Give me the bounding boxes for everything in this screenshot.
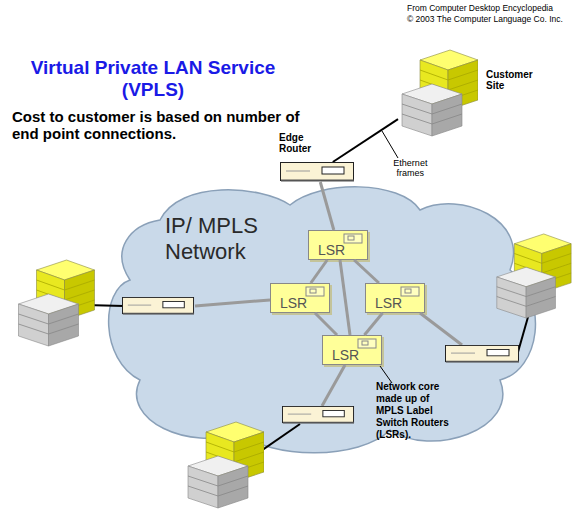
lsr-box: LSR — [322, 335, 382, 365]
edge-router — [281, 163, 355, 181]
link-line — [354, 260, 379, 283]
link-line — [320, 182, 334, 230]
subtitle-note: Cost to customer is based on number of e… — [12, 108, 307, 142]
lsr-box: LSR — [365, 283, 425, 313]
network-cloud: IP/ MPLS NetworkLSR LSR LSR LSR — [100, 180, 545, 460]
site-text: Customer Site — [486, 69, 538, 91]
lsr-device-slot — [348, 236, 354, 240]
lsr-text: LSR — [332, 347, 359, 363]
lsr-text: LSR — [280, 295, 307, 311]
lsr-box: LSR — [308, 230, 368, 260]
link-line — [315, 313, 337, 335]
lsr-box: LSR — [270, 283, 330, 313]
lsr-device — [306, 287, 324, 296]
link-line — [333, 119, 398, 162]
lsr-text: LSR — [375, 295, 402, 311]
customer-building — [19, 260, 95, 346]
edge-label: Ethernet frames — [385, 158, 435, 178]
credit-line: © 2003 The Computer Language Co. Inc. — [407, 14, 563, 24]
lsr-device-slot — [362, 341, 368, 345]
edge-router: Edge Router — [280, 162, 355, 182]
lsr-device-slot — [310, 289, 316, 293]
lsr-device — [344, 234, 362, 243]
lsr-device — [358, 339, 376, 348]
cloud-outline — [109, 187, 536, 453]
customer-building — [402, 50, 478, 136]
credit-line: From Computer Desktop Encyclopedia — [407, 3, 553, 13]
router-shape — [280, 162, 355, 182]
diagram-title: Virtual Private LAN Service (VPLS) — [8, 57, 298, 101]
leader-line — [382, 131, 398, 158]
customer-site: Customer Site — [398, 48, 478, 138]
cloud-text: IP/ MPLS Network — [165, 213, 285, 265]
lsr-text: LSR — [318, 242, 345, 258]
link-line — [364, 313, 382, 335]
link-line — [311, 260, 327, 283]
lsr-device-slot — [405, 289, 411, 293]
callout-note: Network core made up of MPLS Label Switc… — [376, 381, 456, 441]
lsr-device — [401, 287, 419, 296]
building-shape — [398, 48, 478, 138]
router-text: Edge Router — [279, 132, 331, 154]
link-line — [340, 260, 350, 335]
